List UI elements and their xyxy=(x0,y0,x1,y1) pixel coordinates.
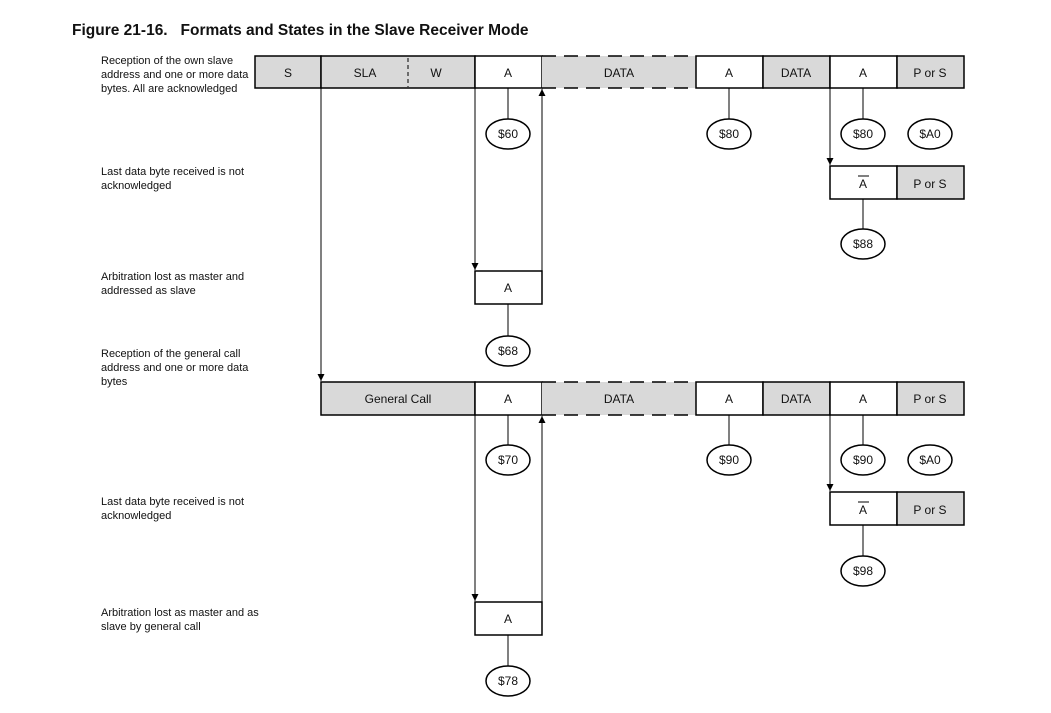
box-stop xyxy=(896,381,965,416)
state-ellipse xyxy=(706,118,752,150)
frame-label-a: A xyxy=(725,392,733,406)
frame-label-a: A xyxy=(859,392,867,406)
frame-label-a: A xyxy=(504,66,512,80)
state-code-90: $90 xyxy=(853,453,873,467)
frame-row-last-not-ack-1: A P or S xyxy=(829,165,965,200)
frame-label-p-or-s: P or S xyxy=(913,503,946,517)
label-last-not-ack-1: Last data byte received is not acknowled… xyxy=(101,166,245,192)
frame-label-data: DATA xyxy=(781,66,811,80)
state-code-68: $68 xyxy=(498,344,518,358)
box-data xyxy=(762,381,831,416)
frame-label-data: DATA xyxy=(781,392,811,406)
state-ellipse xyxy=(907,118,953,150)
state-ellipse xyxy=(840,118,886,150)
state-code-78: $78 xyxy=(498,674,518,688)
frame-label-a: A xyxy=(504,392,512,406)
label-last-not-ack-2: Last data byte received is not acknowled… xyxy=(101,496,245,522)
frame-label-data: DATA xyxy=(604,66,634,80)
box-data xyxy=(542,382,696,415)
state-row-general-call: $70 $90 $90 $A0 xyxy=(485,444,953,476)
state-code-88: $88 xyxy=(853,237,873,251)
box-stop xyxy=(896,55,965,89)
frame-label-w: W xyxy=(430,66,442,80)
box-ack xyxy=(474,270,543,305)
state-code-a0: $A0 xyxy=(919,127,941,141)
state-ellipse xyxy=(840,555,886,587)
state-ellipse xyxy=(706,444,752,476)
state-ellipse xyxy=(840,444,886,476)
box-general-call xyxy=(320,381,476,416)
figure-title: Figure 21-16. Formats and States in the … xyxy=(72,22,529,39)
box-stop xyxy=(896,491,965,526)
frame-label-s: S xyxy=(284,66,292,80)
box-sla-w xyxy=(320,55,476,89)
frame-label-p-or-s: P or S xyxy=(913,392,946,406)
state-code-70: $70 xyxy=(498,453,518,467)
state-code-a0: $A0 xyxy=(919,453,941,467)
frame-label-data: DATA xyxy=(604,392,634,406)
state-code-60: $60 xyxy=(498,127,518,141)
state-code-80: $80 xyxy=(719,127,739,141)
state-code-98: $98 xyxy=(853,564,873,578)
frame-row-arbitration-lost-2: A xyxy=(474,601,543,636)
frame-label-a-bar: A xyxy=(859,177,867,191)
box-stop xyxy=(896,165,965,200)
frame-row-last-not-ack-2: A P or S xyxy=(829,491,965,526)
frame-label-p-or-s: P or S xyxy=(913,66,946,80)
box-data xyxy=(542,56,696,88)
label-general-call: Reception of the general call address an… xyxy=(101,348,249,388)
state-ellipse xyxy=(485,335,531,367)
state-ellipse xyxy=(485,118,531,150)
box-ack xyxy=(695,55,764,89)
frame-label-a: A xyxy=(504,281,512,295)
state-ellipse xyxy=(485,665,531,697)
box-ack xyxy=(829,55,898,89)
box-ack xyxy=(474,381,543,416)
frame-row-arbitration-lost-1: A xyxy=(474,270,543,305)
frame-label-a: A xyxy=(504,612,512,626)
frame-label-general-call: General Call xyxy=(365,392,432,406)
label-own-address: Reception of the own slave address and o… xyxy=(101,55,249,95)
frame-row-own-address: S SLA W A DATA A DATA A P or S xyxy=(254,55,965,89)
box-data xyxy=(762,55,831,89)
frame-label-a: A xyxy=(859,66,867,80)
frame-label-a: A xyxy=(725,66,733,80)
state-ellipse xyxy=(840,228,886,260)
state-row-own-address: $60 $80 $80 $A0 xyxy=(485,118,953,150)
frame-label-sla: SLA xyxy=(354,66,377,80)
state-code-90: $90 xyxy=(719,453,739,467)
label-arbitration-lost-1: Arbitration lost as master and addressed… xyxy=(101,271,245,297)
state-ellipse xyxy=(485,444,531,476)
frame-row-general-call: General Call A DATA A DATA A P or S xyxy=(320,381,965,416)
state-ellipse xyxy=(907,444,953,476)
label-arbitration-lost-2: Arbitration lost as master and as slave … xyxy=(101,607,259,633)
frame-label-p-or-s: P or S xyxy=(913,177,946,191)
box-start xyxy=(254,55,322,89)
state-code-80: $80 xyxy=(853,127,873,141)
frame-label-a-bar: A xyxy=(859,503,867,517)
box-not-ack xyxy=(829,165,898,200)
box-ack xyxy=(474,55,543,89)
